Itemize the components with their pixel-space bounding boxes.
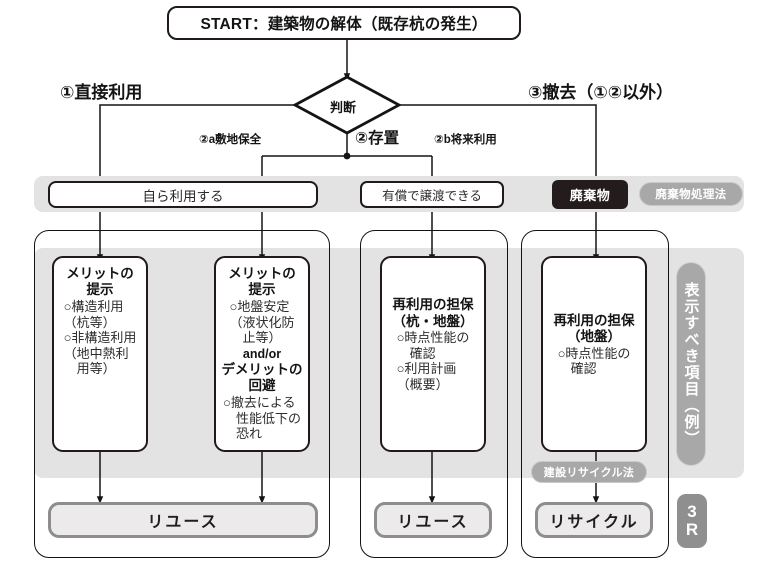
result-reuse-left: リユース xyxy=(48,502,318,538)
card-title: メリットの 提示 xyxy=(66,266,134,298)
badge-3r-letter: R xyxy=(685,520,699,539)
badge-construction-recycle-law: 建設リサイクル法 xyxy=(531,461,647,483)
card-title-secondary: デメリットの 回避 xyxy=(221,361,303,394)
card-title: 再利用の担保 （地盤） xyxy=(553,312,635,345)
card-reuse-assurance-pile-ground: 再利用の担保 （杭・地盤） ○時点性能の 確認 ○利用計画 （概要） xyxy=(380,256,486,452)
card-items: ○地盤安定 （液状化防 止等） xyxy=(229,298,295,346)
card-merit-structural: メリットの 提示 ○構造利用 （杭等） ○非構造利用 （地中熱利 用等） xyxy=(52,256,148,452)
group-frame-removal xyxy=(521,230,669,558)
box-paid-transfer: 有償で譲渡できる xyxy=(360,181,504,208)
branch-label-retain: ②存置 xyxy=(355,130,400,147)
badge-3r-number: 3 xyxy=(687,502,697,522)
result-recycle-right: リサイクル xyxy=(535,502,653,538)
card-title: 再利用の担保 （杭・地盤） xyxy=(392,297,474,329)
box-waste: 廃棄物 xyxy=(552,180,628,209)
card-items: ○時点性能の 確認 ○利用計画 （概要） xyxy=(396,330,470,393)
card-merit-ground: メリットの 提示 ○地盤安定 （液状化防 止等） and/or デメリットの 回… xyxy=(214,256,310,452)
branch-label-removal: ③撤去（①②以外） xyxy=(528,83,674,102)
result-reuse-mid: リユース xyxy=(374,502,492,538)
card-items: ○構造利用 （杭等） ○非構造利用 （地中熱利 用等） xyxy=(63,298,137,377)
card-reuse-assurance-ground: 再利用の担保 （地盤） ○時点性能の 確認 xyxy=(541,256,647,452)
branch-label-future-use: ②b将来利用 xyxy=(434,134,497,146)
badge-waste-disposal-law: 廃棄物処理法 xyxy=(639,182,743,206)
branch-label-direct-use: ①直接利用 xyxy=(60,83,143,102)
card-title: メリットの 提示 xyxy=(228,266,296,298)
box-self-use: 自ら利用する xyxy=(48,181,318,208)
branch-label-site-preservation: ②a敷地保全 xyxy=(199,134,262,146)
decision-label: 判断 xyxy=(330,100,357,115)
badge-3r: 3 R xyxy=(677,494,707,548)
card-andor-label: and/or xyxy=(242,346,282,361)
start-box: START：建築物の解体（既存杭の発生） xyxy=(167,6,521,40)
group-frame-direct-use xyxy=(34,230,330,558)
badge-display-items-vertical: 表示すべき項目（例） xyxy=(676,262,706,466)
card-items: ○時点性能の 確認 xyxy=(557,345,631,377)
card-items-secondary: ○撤去による 性能低下の 恐れ xyxy=(222,394,301,442)
group-frame-retain xyxy=(360,230,508,558)
branch-junction-dot xyxy=(343,152,351,160)
decision-diamond xyxy=(292,75,402,135)
